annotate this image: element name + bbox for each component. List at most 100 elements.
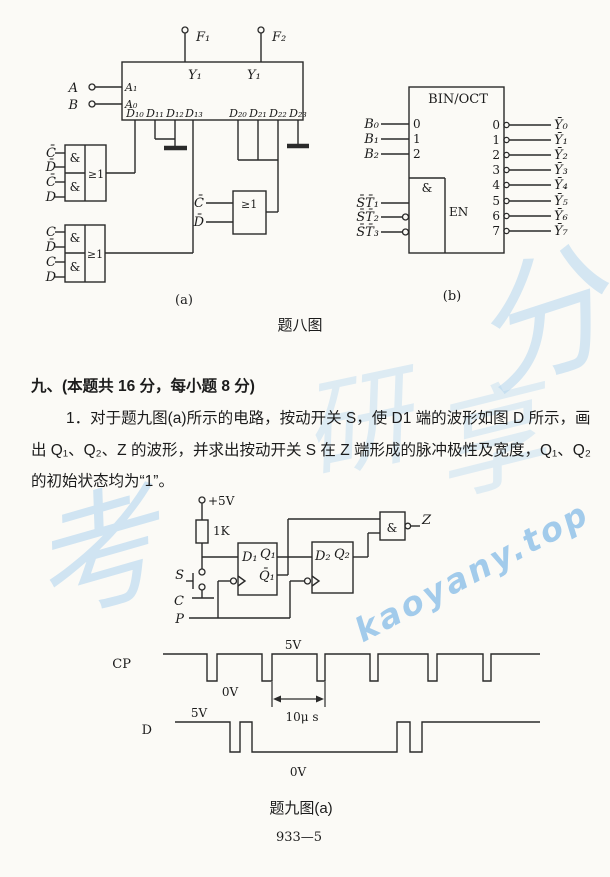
- mux-block: [121, 61, 304, 121]
- y2-out-label: Ȳ₂: [554, 147, 568, 163]
- b1-label: B₁: [363, 132, 379, 147]
- orgate-symbol: ≥1: [241, 198, 257, 211]
- problem9-line3: 的初始状态均为“1”。: [31, 473, 174, 490]
- or-gate: C̄ D̄ ≥1: [193, 190, 278, 235]
- b-label: B: [67, 98, 78, 113]
- d2-label: D₂: [314, 549, 331, 564]
- d10-label: D₁₀: [125, 107, 144, 120]
- a0-pin-label: A₀: [124, 98, 138, 111]
- problem9-line1: 1．对于题九图(a)所示的电路，按动开关 S，使 D1 端的波形如图 D 所示，…: [66, 410, 591, 427]
- d20-label: D₂₀: [228, 107, 247, 120]
- b0-label: B₀: [363, 117, 380, 132]
- fig8a-caption: (a): [175, 293, 193, 308]
- gate1-input-2: D̄: [45, 159, 57, 175]
- page-number: 933—5: [276, 830, 322, 845]
- period-arrow: [271, 682, 326, 707]
- problem9-heading: 九、(本题共 16 分，每小题 8 分): [31, 378, 255, 395]
- y7-out-label: Ȳ₇: [554, 223, 569, 239]
- b-terminal: [88, 100, 96, 108]
- y1-out-label: Ȳ₁: [554, 132, 568, 148]
- out-pin-2: 2: [492, 148, 500, 162]
- cp-high-label: 5V: [285, 638, 302, 652]
- d-waveform-label: D: [142, 723, 152, 738]
- switch-s: S: [175, 568, 206, 591]
- b2-label: B₂: [363, 147, 379, 162]
- period-label: 10μ s: [285, 710, 318, 724]
- c-label: C: [174, 594, 184, 609]
- y4-out-label: Ȳ₄: [554, 177, 568, 193]
- out-pin-7: 7: [492, 224, 500, 238]
- z-label: Z: [421, 513, 432, 528]
- out-pin-4: 4: [492, 178, 500, 192]
- out-pin-0: 0: [492, 118, 500, 132]
- out-pin-5: 5: [492, 194, 500, 208]
- fig8b-caption: (b): [443, 289, 461, 304]
- flipflop-d2: [311, 541, 354, 594]
- d22-label: D₂₂: [268, 107, 287, 120]
- q1-label: Q₁: [260, 547, 276, 562]
- y1-left-label: Y₁: [188, 68, 202, 83]
- nand-bubble: [404, 522, 412, 530]
- gate2-or-symbol: ≥1: [87, 248, 103, 261]
- y3-out-label: Ȳ₃: [554, 162, 568, 178]
- a1-pin-label: A₁: [124, 81, 137, 94]
- gate2-input-1: C: [46, 225, 56, 240]
- d1-label: D₁: [241, 550, 258, 565]
- d23-label: D₂₃: [288, 107, 307, 120]
- st3-label: S̄T̄₃: [356, 224, 379, 240]
- fig8-caption: 题八图: [277, 317, 322, 334]
- gate1-and-symbol-bottom: &: [70, 180, 81, 194]
- ff2-clock-wedge: [311, 575, 321, 587]
- decoder-en-label: EN: [449, 205, 468, 219]
- f2-label: F₂: [271, 30, 286, 45]
- vcc-label: +5V: [208, 494, 235, 508]
- f1-label: F₁: [195, 30, 210, 45]
- a-terminal: [88, 83, 96, 91]
- decoder-block: [408, 86, 505, 254]
- a-label: A: [68, 81, 78, 96]
- decoder-and-symbol: &: [422, 181, 433, 195]
- gate1-or-symbol: ≥1: [88, 168, 104, 181]
- waveform-diagram: CP 5V 0V 10μ s D 5V 0V: [112, 638, 540, 779]
- gate2-input-2: D̄: [45, 239, 57, 255]
- problem9-line2: 出 Q₁、Q₂、Z 的波形，并求出按动开关 S 在 Z 端形成的脉冲极性及宽度，…: [31, 442, 591, 459]
- st2-label: S̄T̄₂: [356, 209, 379, 225]
- y1-right-label: Y₁: [247, 68, 261, 83]
- f1-terminal: [181, 26, 189, 34]
- decoder-title: BIN/OCT: [428, 92, 488, 107]
- resistor-label: 1K: [213, 524, 231, 538]
- ff1-clock-bubble: [229, 577, 238, 585]
- fig8b-decoder: BIN/OCT & EN B₀ B₁ B₂ 0 1 2 S̄T̄₁ S̄T̄₂ …: [356, 86, 569, 304]
- y6-out-label: Ȳ₆: [554, 208, 568, 224]
- ff1-clock-wedge: [237, 575, 247, 587]
- in-pin-0: 0: [413, 117, 421, 131]
- vcc-terminal: [198, 496, 206, 504]
- fig9-caption: 题九图(a): [269, 800, 332, 817]
- cp-low-label: 0V: [222, 685, 239, 699]
- d-high-label: 5V: [191, 706, 208, 720]
- fig9-circuit: +5V 1K S C P D₁ Q₁: [174, 494, 432, 627]
- and-or-gate-2: C D̄ C D & & ≥1: [45, 224, 193, 285]
- in-pin-1: 1: [413, 132, 421, 146]
- nand-symbol: &: [387, 521, 398, 535]
- d-low-label: 0V: [290, 765, 307, 779]
- out-pin-3: 3: [492, 163, 500, 177]
- ff2-clock-bubble: [303, 577, 312, 585]
- gate1-input-4: D: [45, 190, 57, 205]
- cp-waveform: [163, 653, 540, 682]
- d12-label: D₁₂: [165, 107, 184, 120]
- out-pin-6: 6: [492, 209, 500, 223]
- in-pin-2: 2: [413, 147, 421, 161]
- st3-bubble: [401, 228, 410, 236]
- y0-out-label: Ȳ₀: [554, 117, 569, 133]
- orgate-input-2: D̄: [193, 214, 205, 230]
- switch-s-label: S: [175, 568, 184, 583]
- cp-waveform-label: CP: [112, 657, 131, 672]
- d21-label: D₂₁: [248, 107, 267, 120]
- gate1-and-symbol-top: &: [70, 151, 81, 165]
- p-label: P: [174, 612, 184, 627]
- gate2-input-4: D: [45, 270, 57, 285]
- flipflop-d1: [237, 542, 278, 596]
- decoder-outputs: 0 1 2 3 4 5 6 7 Ȳ₀ Ȳ₁ Ȳ₂ Ȳ₃ Ȳ₄ Ȳ₅ Ȳ₆ Ȳ₇: [492, 117, 568, 239]
